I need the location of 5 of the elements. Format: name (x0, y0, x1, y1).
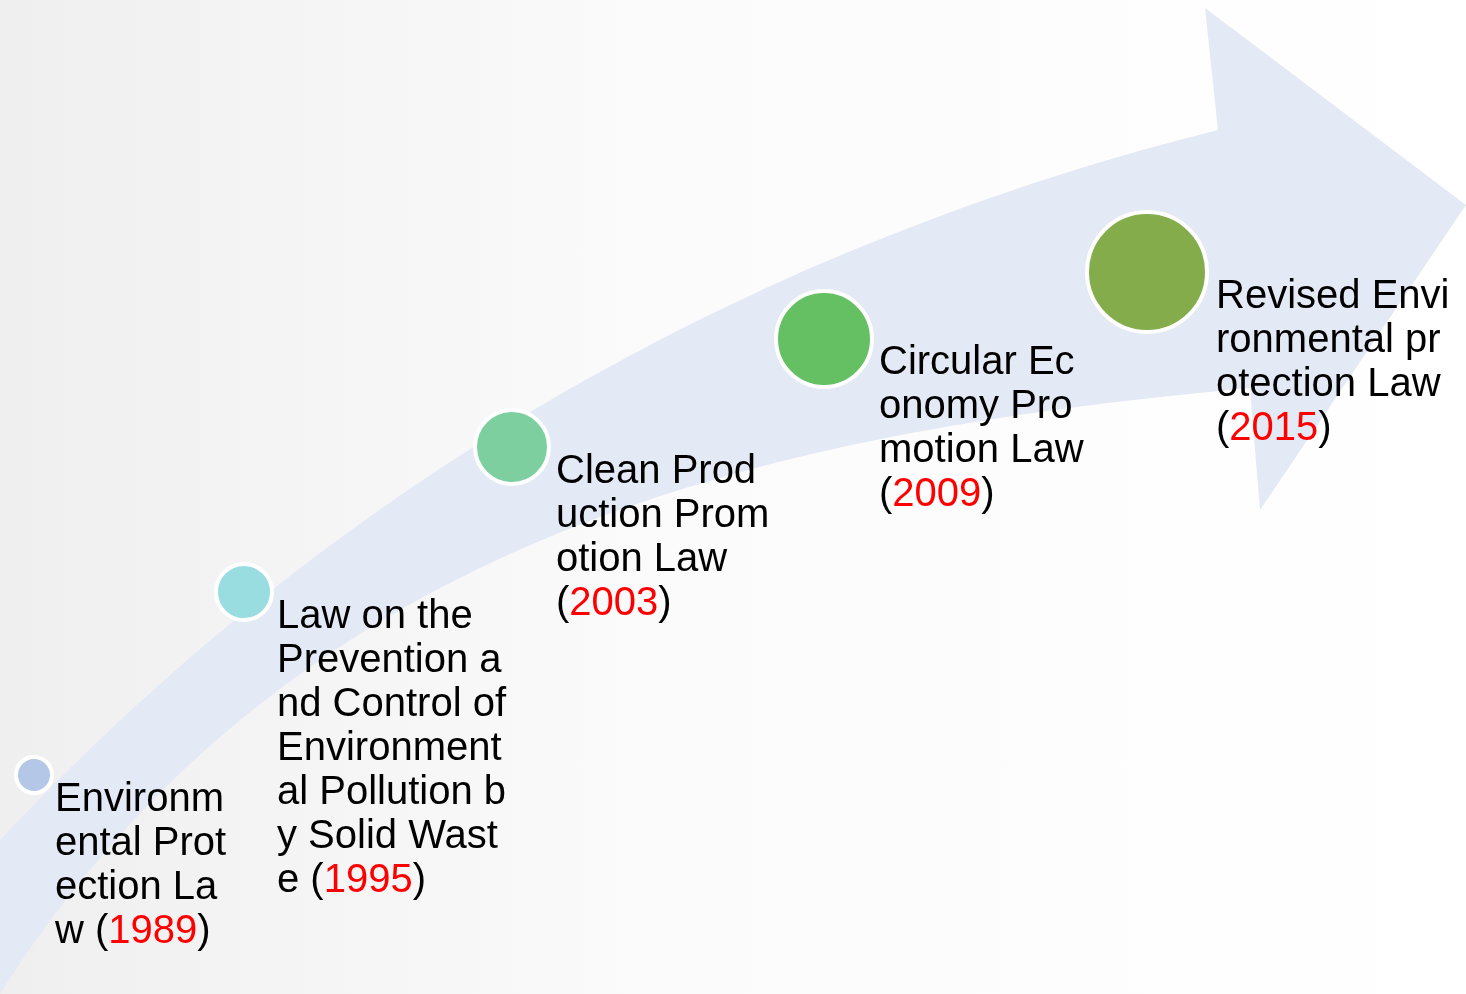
milestone-label: Law on the Prevention and Control of Environmental Pollution by Solid Waste (1995) (277, 592, 508, 900)
milestone-label: Environmental Protection Law (1989) (55, 775, 228, 951)
milestone-label: Circular Economy Promotion Law (2009) (879, 338, 1085, 514)
milestone-label: Clean Production Promotion Law (2003) (556, 447, 771, 623)
milestone-label: Revised Environmental protection Law (2015) (1216, 272, 1451, 448)
